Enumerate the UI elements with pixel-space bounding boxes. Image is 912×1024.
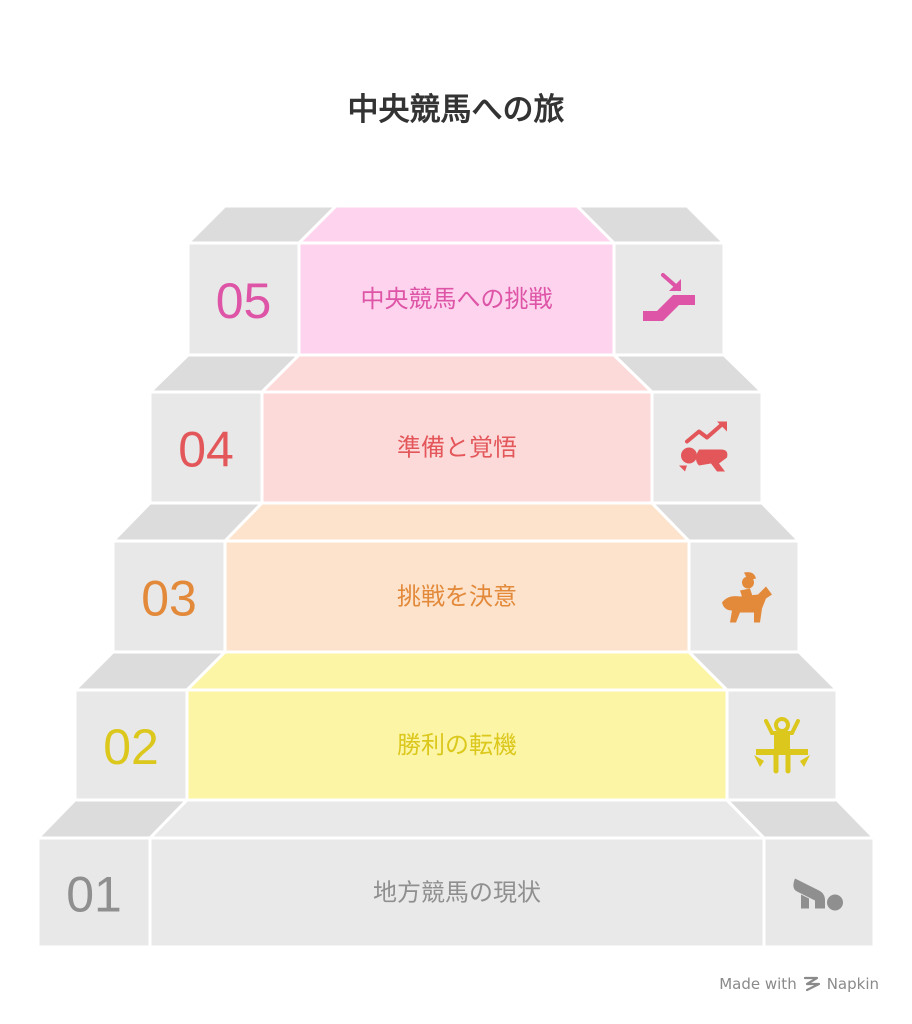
page-title: 中央競馬への旅 [347,92,565,128]
riser-left [36,836,152,949]
step-02: 02 勝利の転機 [73,650,839,802]
finish-line-winner-icon [754,717,810,774]
step-number: 05 [216,273,272,329]
step-01: 01 地方競馬の現状 [36,798,876,949]
riser-center [260,390,654,505]
tread-center [297,204,616,245]
riser-center [148,836,766,949]
step-03: 03 挑戦を決意 [111,501,801,654]
step-04: 04 準備と覚悟 [148,353,764,505]
riser-left [73,688,189,802]
step-label: 地方競馬の現状 [373,879,541,907]
tread-center [148,798,766,840]
step-label: 勝利の転機 [397,731,517,759]
step-number: 03 [141,571,197,627]
escalator-down-icon [643,273,695,321]
riser-left [148,390,264,505]
step-number: 04 [178,422,234,478]
person-collapsed-icon [793,878,843,911]
napkin-logo-icon [803,976,821,992]
made-with-text: Made with [719,975,797,993]
staircase-diagram: 01 地方競馬の現状 02 勝利の転機 03 挑戦を決意 04 準備と覚悟 05 中央競馬… [36,204,876,949]
tread-center [185,650,729,692]
jockey-horse-icon [722,572,772,623]
riser-right [650,390,764,505]
footer-credit: Made with Napkin [719,975,879,993]
tread-center [260,353,654,394]
riser-center [223,539,691,654]
tread-center [223,501,691,543]
training-trend-icon [679,421,728,472]
riser-left [186,241,301,357]
step-label: 準備と覚悟 [397,434,517,462]
step-number: 02 [103,719,159,775]
step-label: 中央競馬への挑戦 [361,285,553,313]
step-label: 挑戦を決意 [397,583,517,611]
step-05: 05 中央競馬への挑戦 [186,204,726,357]
step-number: 01 [66,867,122,923]
napkin-brand-text: Napkin [826,975,879,993]
